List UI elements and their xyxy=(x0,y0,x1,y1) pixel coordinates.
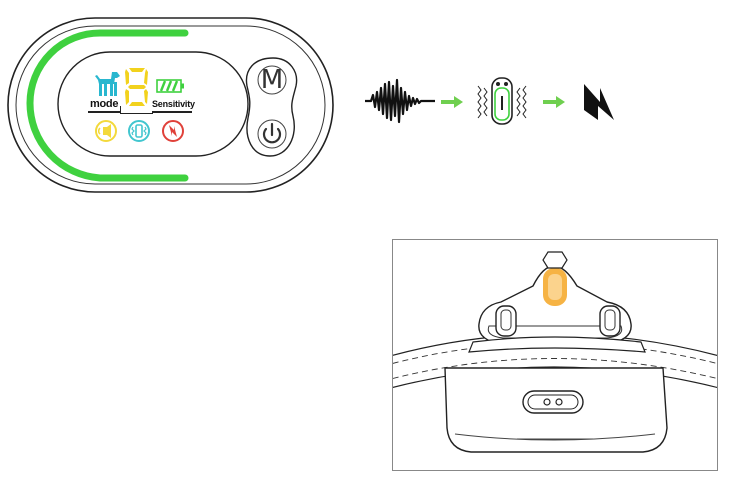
dog-icon xyxy=(92,70,122,98)
mode-label: mode xyxy=(90,98,119,110)
vibrate-mode-icon xyxy=(127,119,151,143)
sound-mode-icon xyxy=(94,119,118,143)
digit-bracket xyxy=(120,106,153,114)
mode-button[interactable]: M xyxy=(254,62,290,102)
mode-button-label: M xyxy=(260,65,284,95)
vibrating-collar-icon xyxy=(474,76,530,128)
battery-icon xyxy=(156,78,186,94)
sensitivity-underline xyxy=(152,111,192,113)
arrow-right-icon xyxy=(441,95,465,109)
digit-display: 8 xyxy=(124,66,150,108)
shock-mode-icon xyxy=(161,119,185,143)
power-icon xyxy=(262,122,282,144)
collar-illustration-frame xyxy=(392,239,718,471)
arrow-right-icon xyxy=(543,95,567,109)
power-button[interactable] xyxy=(254,116,290,152)
mode-underline xyxy=(88,111,120,113)
green-glow-arc xyxy=(26,29,189,182)
sensitivity-label: Sensitivity xyxy=(152,99,195,109)
shock-icon xyxy=(582,80,616,122)
bark-waveform-icon xyxy=(365,78,435,124)
